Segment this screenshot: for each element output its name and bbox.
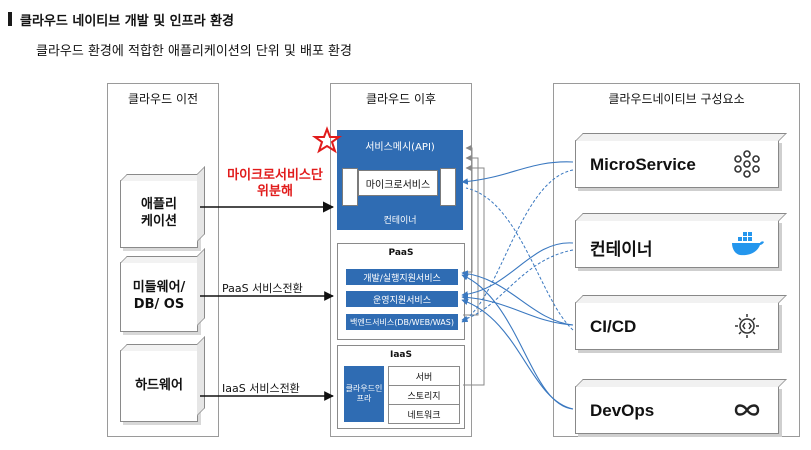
- network-nodes-icon: [734, 150, 760, 178]
- application-label: 애플리 케이션: [141, 197, 177, 229]
- microservice-card: MicroService: [575, 133, 787, 188]
- dev-runtime-service: 개발/실행지원서비스: [346, 269, 458, 285]
- iaas-title: IaaS: [390, 350, 412, 360]
- infinity-loop-icon: [734, 404, 760, 416]
- container-label: 컨테이너: [383, 216, 417, 226]
- microservice-decomposition-label: 마이크로서비스단 위분해: [227, 168, 323, 200]
- microservice-cube: [440, 168, 456, 206]
- microservice-card-label: MicroService: [590, 155, 696, 174]
- paas-box: PaaS 개발/실행지원서비스 운영지원서비스 백엔드서비스(DB/WEB/WA…: [337, 243, 465, 340]
- microservice-label: 마이크로서비스: [365, 179, 431, 191]
- hardware-label: 하드웨어: [135, 377, 183, 393]
- server-item: 서버: [388, 366, 460, 386]
- heading-marker: [8, 12, 12, 26]
- container-card: 컨테이너: [575, 213, 787, 268]
- container-card-label: 컨테이너: [590, 240, 653, 259]
- network-item: 네트워크: [388, 404, 460, 424]
- devops-card: DevOps: [575, 379, 787, 434]
- storage-item: 스토리지: [388, 385, 460, 405]
- iaas-transition-label: IaaS 서비스전환: [222, 382, 300, 395]
- backend-service: 백엔드서비스(DB/WEB/WAS): [346, 314, 458, 330]
- docker-whale-icon: [732, 232, 764, 256]
- cicd-card: CI/CD: [575, 295, 787, 350]
- middleware-label: 미들웨어/ DB/ OS: [132, 280, 186, 312]
- ops-support-service: 운영지원서비스: [346, 291, 458, 307]
- after-cloud-title: 클라우드 이후: [365, 92, 437, 106]
- service-mesh-label: 서비스메시(API): [365, 142, 435, 153]
- application-box: 애플리 케이션: [120, 166, 205, 248]
- page-subtitle: 클라우드 환경에 적합한 애플리케이션의 단위 및 배포 환경: [36, 44, 352, 59]
- gear-code-cycle-icon: [735, 314, 759, 338]
- iaas-box: IaaS 클라우드인 프라 서버 스토리지 네트워크: [337, 345, 465, 429]
- microservice-box: 마이크로서비스: [358, 170, 438, 196]
- hardware-box: 하드웨어: [120, 336, 205, 422]
- page-title: 클라우드 네이티브 개발 및 인프라 환경: [20, 14, 234, 29]
- microservice-cube: [342, 168, 358, 206]
- components-title: 클라우드네이티브 구성요소: [608, 92, 745, 106]
- cicd-card-label: CI/CD: [590, 317, 637, 336]
- devops-card-label: DevOps: [590, 401, 655, 420]
- before-cloud-title: 클라우드 이전: [127, 92, 199, 106]
- cloud-infra-label: 클라우드인 프라: [344, 366, 384, 422]
- paas-transition-label: PaaS 서비스전환: [222, 282, 303, 295]
- middleware-box: 미들웨어/ DB/ OS: [120, 248, 205, 332]
- paas-title: PaaS: [388, 248, 414, 258]
